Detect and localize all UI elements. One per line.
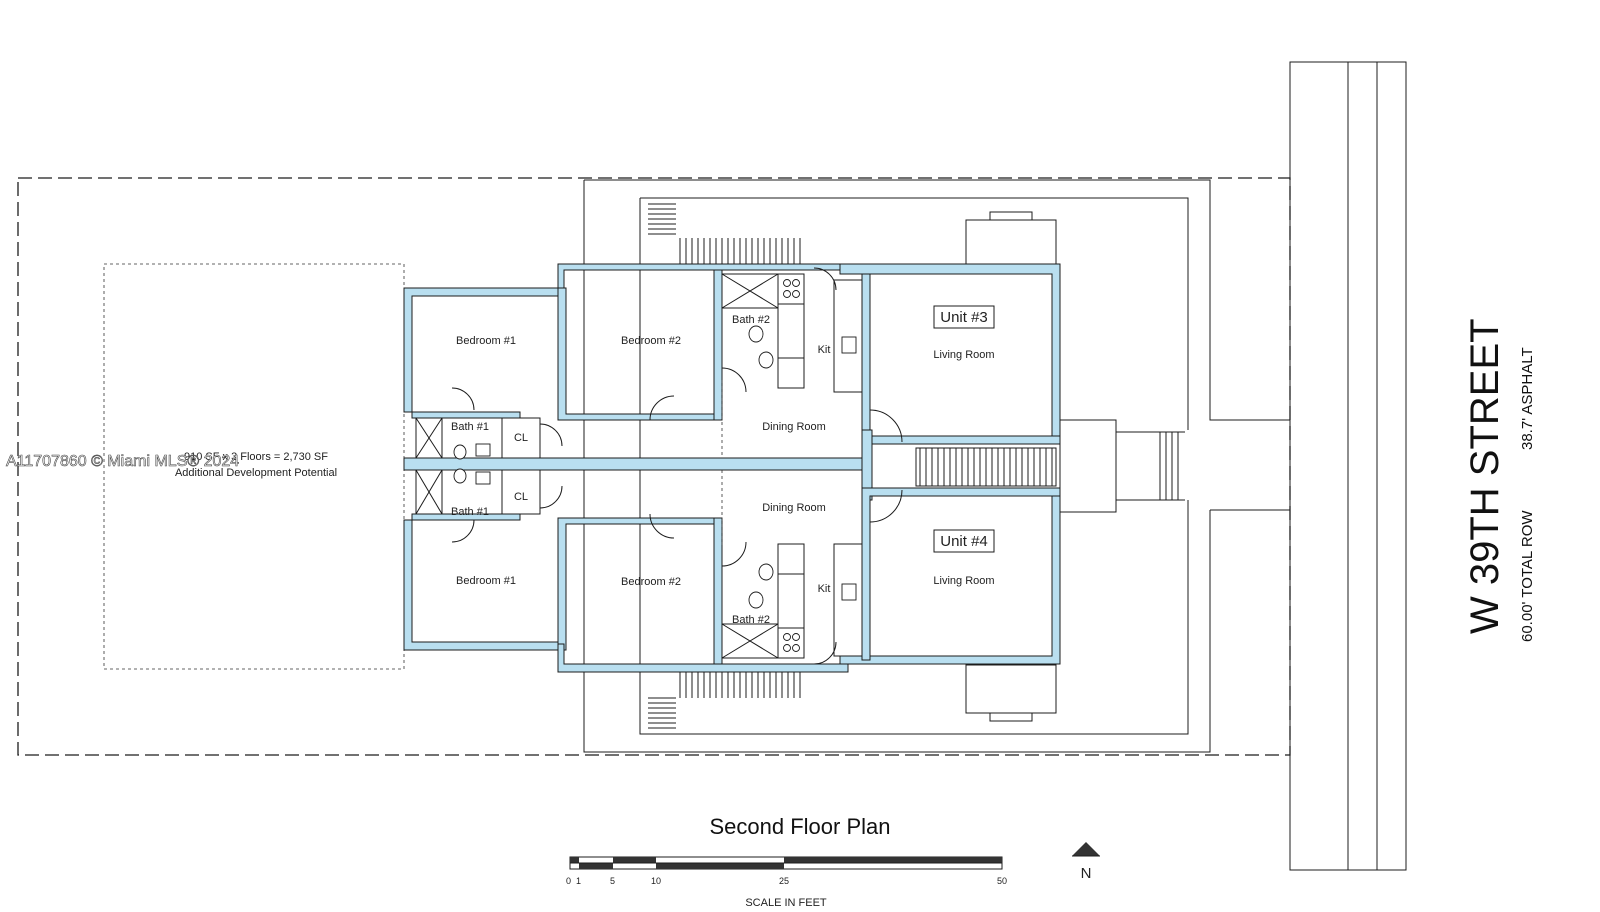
street-asphalt: 38.7' ASPHALT: [1519, 347, 1536, 450]
unit3-bath1: Bath #1: [451, 421, 489, 433]
development-note-line2: Additional Development Potential: [175, 467, 337, 479]
exterior-stairs: [648, 203, 801, 729]
north-arrow-icon: [1072, 842, 1100, 857]
unit3-closet: CL: [514, 432, 528, 444]
scale-ticks: 0 1 5 10 25 50: [566, 876, 1007, 886]
unit4-dining: Dining Room: [762, 502, 826, 514]
unit3-bath2: Bath #2: [732, 314, 770, 326]
street-name: W 39TH STREET: [1463, 318, 1507, 634]
north-label: N: [1081, 865, 1092, 882]
scale-tick-10: 10: [651, 876, 661, 886]
balconies: [965, 211, 1057, 722]
unit3-label: Unit #3: [940, 309, 988, 326]
development-footprint: [103, 263, 405, 670]
scale-label: SCALE IN FEET: [745, 897, 827, 909]
plan-title: Second Floor Plan: [710, 814, 891, 839]
unit4-label: Unit #4: [940, 533, 988, 550]
unit3-kitchen: Kit: [818, 344, 831, 356]
interior-stair: [915, 447, 1057, 487]
street-strip: [1289, 61, 1407, 871]
unit4-label-box: [933, 529, 995, 553]
unit3-living-room: Living Room: [933, 349, 994, 361]
scale-tick-0: 0: [566, 876, 571, 886]
unit3-labels: Unit #3 Living Room Bedroom #1 Bedroom #…: [451, 305, 995, 444]
mls-watermark: A11707860 © Miami MLS® 2024: [6, 453, 239, 470]
unit4-bedroom1: Bedroom #1: [456, 575, 516, 587]
unit4-living-room: Living Room: [933, 575, 994, 587]
unit3-bedroom1: Bedroom #1: [456, 335, 516, 347]
bath1-fixtures: [415, 417, 541, 515]
unit3-bedroom2: Bedroom #2: [621, 335, 681, 347]
development-note-line1: 910 SF x 3 Floors = 2,730 SF: [184, 451, 328, 463]
unit4-bath1: Bath #1: [451, 506, 489, 518]
unit4-closet: CL: [514, 491, 528, 503]
unit3-dining: Dining Room: [762, 421, 826, 433]
scale-tick-1: 1: [576, 876, 581, 886]
scale-tick-50: 50: [997, 876, 1007, 886]
entry-walk: [1059, 419, 1185, 513]
scale-bar: [569, 856, 1003, 870]
street-row-total: 60.00' TOTAL ROW: [1519, 510, 1536, 642]
unit4-kitchen: Kit: [818, 583, 831, 595]
scale-tick-25: 25: [779, 876, 789, 886]
kitchen-bath2-fixtures: [721, 273, 863, 659]
scale-tick-5: 5: [610, 876, 615, 886]
building-walls: [403, 263, 1061, 673]
unit4-bath2: Bath #2: [732, 614, 770, 626]
unit4-bedroom2: Bedroom #2: [621, 576, 681, 588]
unit4-labels: Unit #4 Living Room Bedroom #1 Bedroom #…: [451, 491, 995, 626]
unit3-label-box: [933, 305, 995, 329]
doors: [451, 267, 903, 665]
